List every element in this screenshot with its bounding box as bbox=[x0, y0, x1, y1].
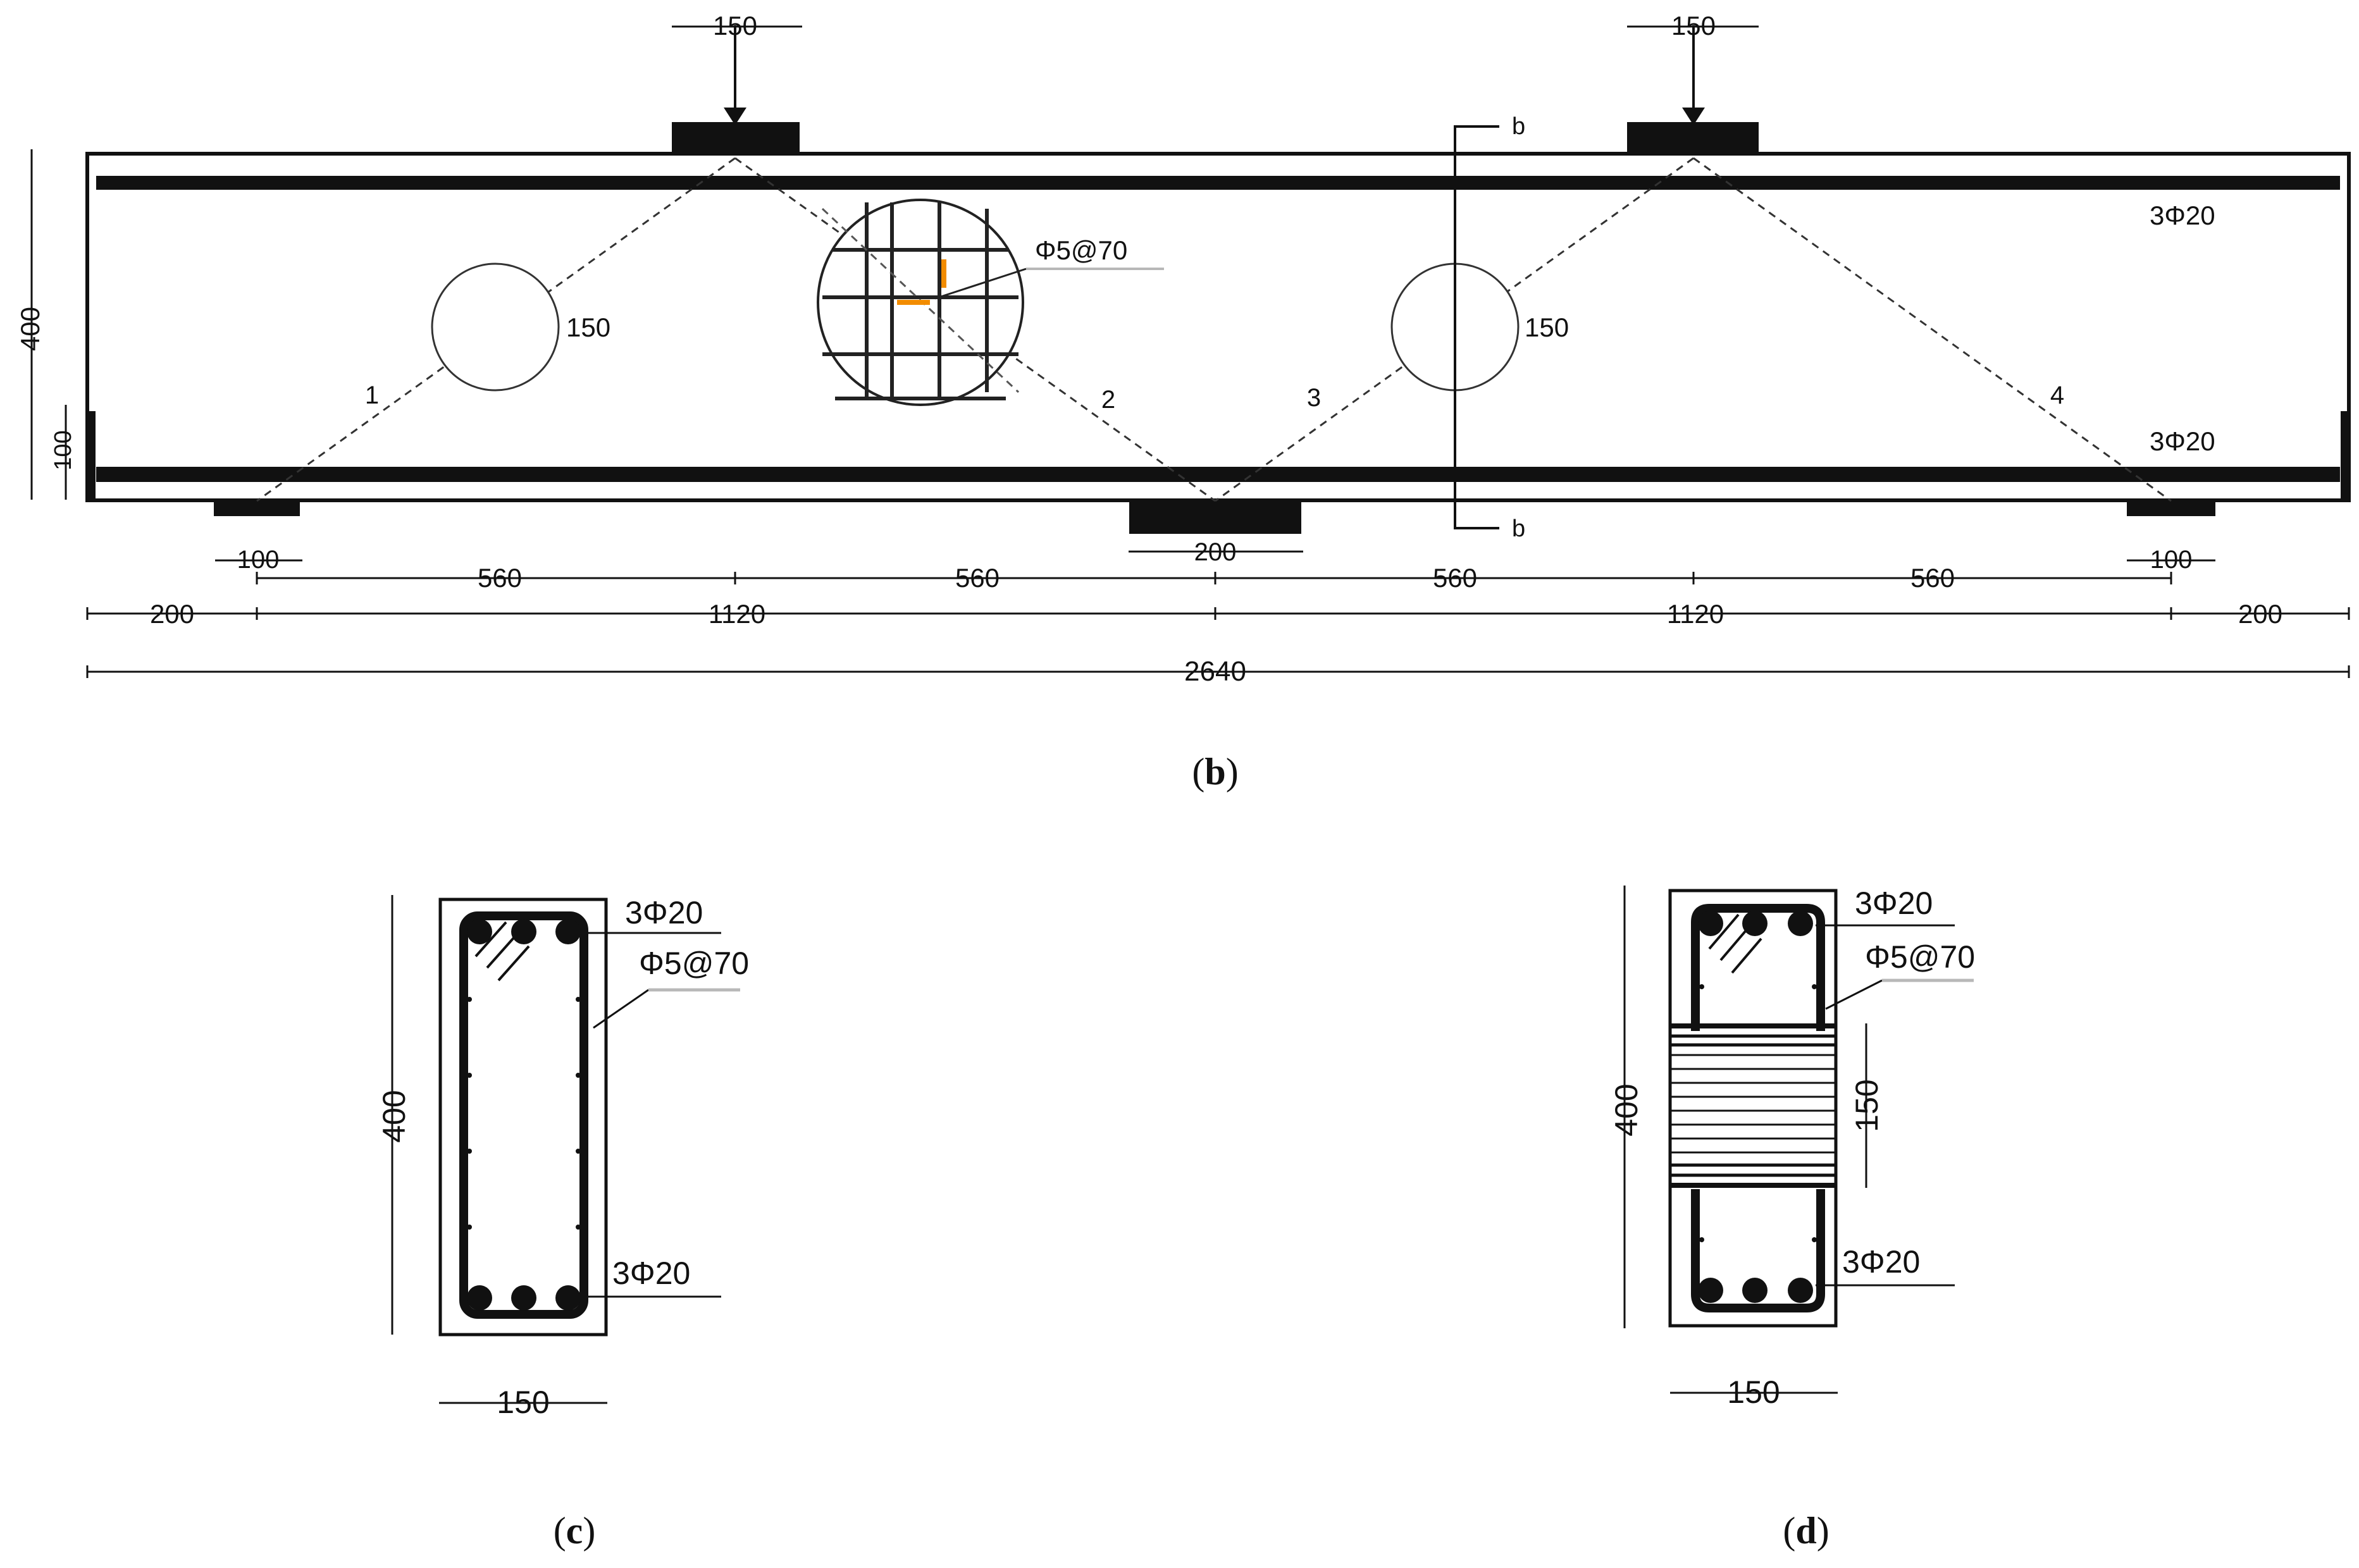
cross-section-d: 400 150 150 3Φ20 Φ5@70 3Φ20 bbox=[1609, 886, 1975, 1410]
section-d-top-bars-label: 3Φ20 bbox=[1855, 886, 1933, 921]
bottom-offset-label: 100 bbox=[50, 430, 77, 470]
dim-row2-left-span: 1120 bbox=[709, 599, 765, 629]
cross-section-c: 400 150 3Φ20 Φ5@70 3Φ20 bbox=[376, 895, 749, 1420]
dim-total: 2640 bbox=[1184, 656, 1246, 687]
top-bars-label: 3Φ20 bbox=[2150, 201, 2215, 230]
dim-row1-1: 560 bbox=[478, 563, 522, 593]
section-d-width: 150 bbox=[1727, 1374, 1780, 1410]
load-plate-left bbox=[672, 122, 800, 155]
section-c-outline bbox=[438, 898, 608, 1337]
opening-right-diameter: 150 bbox=[1525, 312, 1569, 342]
load-arrowhead-left bbox=[724, 108, 746, 125]
highlighted-stirrup bbox=[897, 259, 946, 305]
section-c-width: 150 bbox=[497, 1385, 549, 1420]
dim-row2-left-overhang: 200 bbox=[150, 599, 194, 629]
section-c-hook bbox=[474, 921, 530, 982]
caption-b: (b) bbox=[1192, 751, 1238, 793]
dim-row2-right-overhang: 200 bbox=[2238, 599, 2282, 629]
dim-row1-2: 560 bbox=[955, 563, 1000, 593]
beam-height-label: 400 bbox=[15, 307, 45, 351]
section-d-opening: 150 bbox=[1849, 1079, 1885, 1132]
section-d-height: 400 bbox=[1609, 1083, 1644, 1136]
section-c-top-bars bbox=[467, 919, 581, 944]
dim-row2-right-span: 1120 bbox=[1667, 599, 1724, 629]
bottom-rebar bbox=[96, 467, 2340, 482]
support-left bbox=[214, 501, 300, 516]
strut-label-1: 1 bbox=[365, 381, 379, 409]
stirrup-callout: Φ5@70 bbox=[1035, 235, 1127, 265]
section-c-top-bars-label: 3Φ20 bbox=[625, 895, 703, 930]
section-c-height: 400 bbox=[376, 1090, 412, 1142]
section-d-top-bars bbox=[1698, 911, 1813, 936]
section-c-bottom-bars-label: 3Φ20 bbox=[612, 1256, 690, 1291]
opening-reinforcement-detail: Φ5@70 bbox=[817, 199, 1164, 406]
stirrup-leader bbox=[934, 268, 1027, 300]
section-mark-bottom: b bbox=[1512, 515, 1525, 542]
strut-label-4: 4 bbox=[2050, 381, 2064, 409]
section-d-opening-zone bbox=[1670, 1023, 1836, 1188]
load-arrowhead-right bbox=[1682, 108, 1705, 125]
section-d-lower-stirrup bbox=[1691, 1189, 1825, 1312]
opening-left bbox=[431, 262, 560, 392]
section-cut-b bbox=[1454, 125, 1499, 529]
support-left-width: 100 bbox=[237, 546, 280, 574]
bottom-bars-label: 3Φ20 bbox=[2150, 426, 2215, 456]
support-right bbox=[2127, 501, 2215, 516]
support-right-width: 100 bbox=[2150, 546, 2193, 574]
support-middle-width: 200 bbox=[1194, 538, 1237, 566]
strut-label-3: 3 bbox=[1307, 384, 1321, 412]
caption-c: (c) bbox=[554, 1510, 596, 1552]
section-c-stirrup-label: Φ5@70 bbox=[639, 946, 749, 981]
section-d-bottom-bars-label: 3Φ20 bbox=[1842, 1244, 1920, 1280]
section-d-bottom-bars bbox=[1698, 1278, 1813, 1303]
caption-d: (d) bbox=[1783, 1510, 1829, 1552]
load-plate-right bbox=[1627, 122, 1759, 155]
section-d-stirrup-label: Φ5@70 bbox=[1865, 939, 1975, 975]
dim-row1-3: 560 bbox=[1433, 563, 1477, 593]
section-c-bottom-bars bbox=[467, 1285, 581, 1311]
section-c-stirrup bbox=[459, 911, 588, 1319]
top-rebar bbox=[96, 176, 2340, 190]
section-d-hook bbox=[1708, 913, 1762, 974]
beam-outline bbox=[85, 152, 2351, 502]
load-plate-width-right: 150 bbox=[1671, 11, 1716, 40]
section-d-upper-stirrup bbox=[1691, 904, 1825, 1031]
section-d-outline bbox=[1668, 889, 1838, 1328]
section-d-stirrup-leader bbox=[1825, 979, 1883, 1010]
section-mark-top: b bbox=[1512, 113, 1525, 140]
beam-elevation: 150 150 1 2 3 4 150 150 bbox=[15, 11, 2351, 687]
strut-line-4 bbox=[1693, 157, 2172, 502]
strut-label-2: 2 bbox=[1101, 386, 1115, 414]
load-plate-width-left: 150 bbox=[713, 11, 757, 40]
dim-row1-4: 560 bbox=[1910, 563, 1955, 593]
support-middle bbox=[1129, 501, 1301, 534]
section-c-stirrup-leader bbox=[593, 989, 649, 1029]
opening-left-diameter: 150 bbox=[566, 312, 610, 342]
